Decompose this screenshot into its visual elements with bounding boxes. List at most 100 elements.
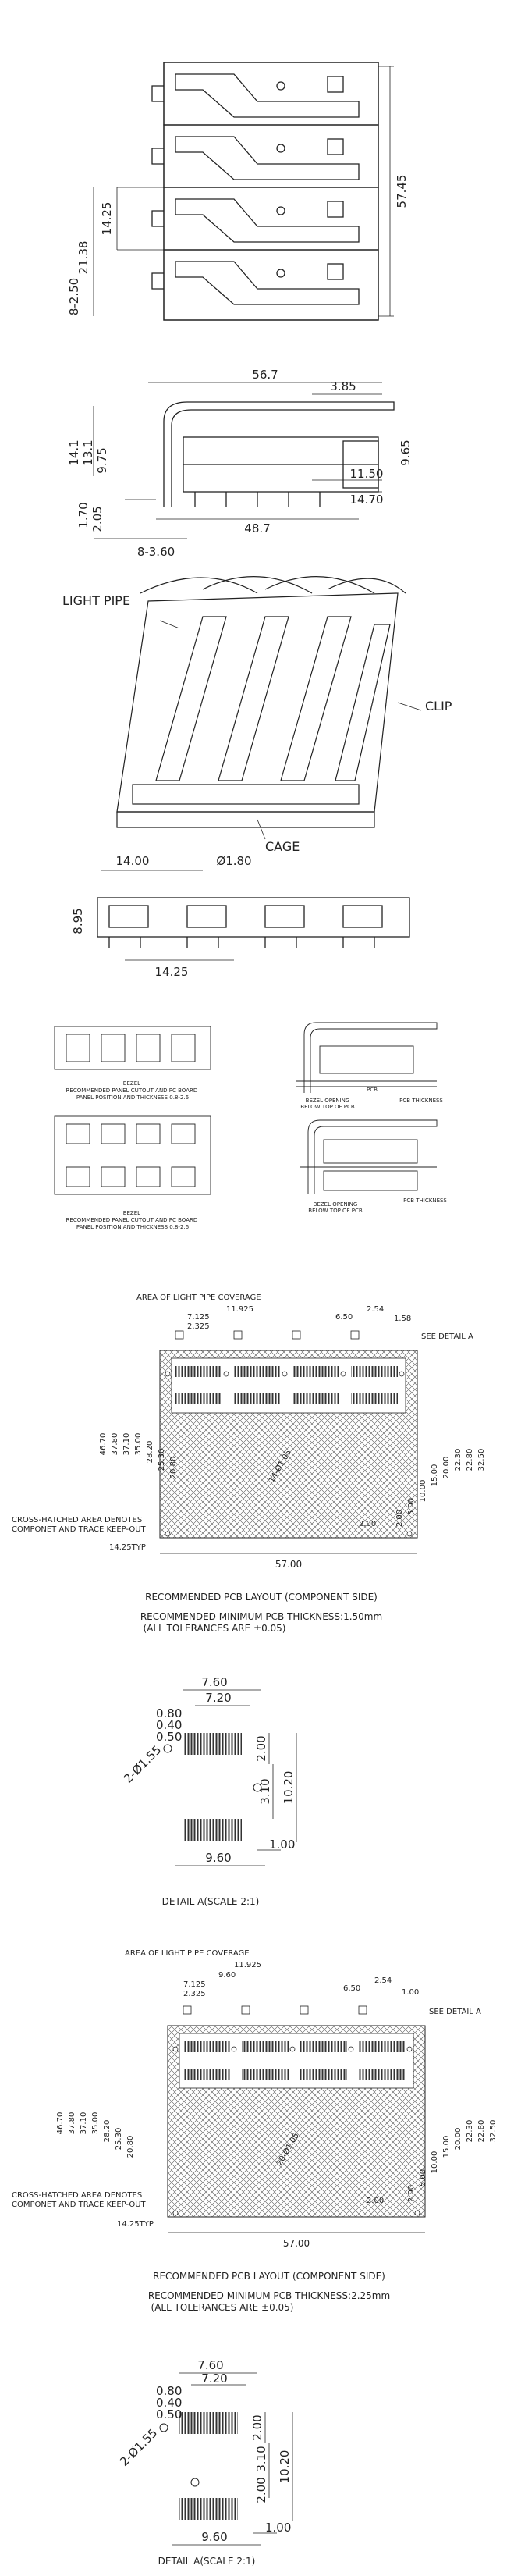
detail-2-b: 0.40 [156,2396,182,2410]
layout-2-right-dims: 32.50 22.80 22.30 20.00 15.00 10.00 5.00… [407,2120,498,2202]
bezel-2-caption-line: PANEL POSITION AND THICKNESS 0.8-2.6 [76,1224,190,1230]
dim-label: 32.50 [477,1449,486,1471]
light-pipe-note-1: AREA OF LIGHT PIPE COVERAGE [136,1293,261,1302]
layout-2-note-2: (ALL TOLERANCES ARE ±0.05) [151,2302,294,2313]
layout-1-right-dims: 32.50 22.80 22.30 20.00 15.00 10.00 5.00… [395,1449,486,1527]
see-detail-label: SEE DETAIL A [421,1332,473,1341]
detail-1-c: 0.50 [156,1730,182,1744]
pitch-note: 14.25TYP [109,1543,146,1552]
detail-1-h2: 3.10 [258,1778,272,1804]
pitch-note: 14.25TYP [117,2220,154,2229]
side-h6-dim: 2.05 [90,506,105,532]
pcb-layout-1 [159,1330,418,1554]
pcb-1-thickness-label: PCB THICKNESS [399,1098,443,1104]
hatch-note-line: CROSS-HATCHED AREA DENOTES [12,2191,142,2200]
dim-label: 1.00 [402,1988,419,1997]
end-view [97,870,410,961]
dim-label: 1.58 [394,1315,411,1323]
pcb-1-below-label: BELOW TOP OF PCB [300,1104,355,1110]
dim-label: 37.80 [111,1433,119,1456]
end-dia-dim: Ø1.80 [216,854,251,868]
bezel-cutout-2 [54,1115,211,1195]
dim-label: 2.54 [374,1976,392,1985]
dim-label: 35.00 [134,1433,143,1456]
side-pins-dim: 8-3.60 [137,545,175,559]
bezel-2-caption-line: RECOMMENDED PANEL CUTOUT AND PC BOARD [66,1217,198,1223]
detail-2-a: 0.80 [156,2384,182,2398]
detail-2-w2: 7.20 [201,2371,227,2386]
dim-label: 20.80 [169,1457,178,1479]
dim-label: 25.30 [115,2128,123,2151]
hatch-note: CROSS-HATCHED AREA DENOTES COMPONET AND … [12,2191,147,2209]
detail-1-dia: 2-Ø1.55 [121,1743,164,1786]
bezel-1-caption-line: BEZEL [123,1080,140,1087]
dim-label: 11.925 [234,1961,261,1969]
side-length-dim: 56.7 [252,368,278,382]
pcb-1-opening-label: BEZEL OPENING [306,1098,350,1104]
detail-1-w2: 7.20 [205,1691,231,1705]
port-row [151,187,379,251]
side-h1-dim: 14.1 [67,439,81,465]
pcb-2-opening-label: BEZEL OPENING [314,1201,358,1208]
hatch-note-line: CROSS-HATCHED AREA DENOTES [12,1516,142,1525]
dim-label: 6.50 [343,1984,360,1993]
hatch-note: CROSS-HATCHED AREA DENOTES COMPONET AND … [12,1516,147,1534]
port-row [151,62,379,126]
layout-1-caption: RECOMMENDED PCB LAYOUT (COMPONENT SIDE) [145,1592,378,1603]
dim-label: 10.00 [419,1480,427,1503]
layout-1-note-1: RECOMMENDED MINIMUM PCB THICKNESS:1.50mm [140,1611,382,1622]
dim-label: 22.80 [477,2120,486,2143]
layout-1-left-dims: 46.70 37.80 37.10 35.00 28.20 25.30 20.8… [99,1433,178,1479]
bezel-2-caption-line: BEZEL [123,1210,140,1216]
detail-2-h2: 3.10 [254,2446,268,2471]
bezel-2-caption: BEZEL RECOMMENDED PANEL CUTOUT AND PC BO… [66,1210,200,1230]
dim-label: 25.30 [158,1449,166,1471]
pcb-2-below-label: BELOW TOP OF PCB [308,1208,363,1214]
port-row [151,124,379,188]
detail-1-b: 0.40 [156,1718,182,1732]
pcb-2-thickness-label: PCB THICKNESS [403,1197,447,1204]
dim-label: 7.125 [183,1980,206,1989]
bezel-1-caption-line: PANEL POSITION AND THICKNESS 0.8-2.6 [76,1094,190,1101]
iso-view [116,576,422,840]
bottom-small-dim: 2.00 [367,2197,384,2205]
bezel-1-caption-line: RECOMMENDED PANEL CUTOUT AND PC BOARD [66,1087,198,1094]
dim-label: 20.00 [454,2128,463,2151]
detail-2-h1: 2.00 [250,2414,264,2440]
side-w2-dim: 14.70 [350,493,384,507]
dim-label: 20.00 [442,1457,451,1479]
light-pipe-note-2: AREA OF LIGHT PIPE COVERAGE [125,1949,250,1958]
detail-2-d1: 1.00 [265,2521,291,2535]
layout-2-caption: RECOMMENDED PCB LAYOUT (COMPONENT SIDE) [153,2271,385,2282]
detail-1-h3: 10.20 [282,1771,296,1805]
detail-2-caption: DETAIL A(SCALE 2:1) [158,2556,256,2567]
dim-label: 22.30 [454,1449,463,1471]
dim-label: 37.10 [80,2112,88,2135]
detail-2-c: 0.50 [156,2407,182,2421]
dim-label: 6.50 [335,1313,353,1322]
front-bottom-dim: 8-2.50 [67,278,81,315]
dim-label: 7.125 [187,1313,210,1322]
detail-2-w3: 9.60 [201,2530,227,2544]
detail-1-a: 0.80 [156,1706,182,1720]
dim-label: 35.00 [91,2112,100,2135]
dim-label: 5.00 [407,1498,416,1515]
bezel-1-caption: BEZEL RECOMMENDED PANEL CUTOUT AND PC BO… [66,1080,200,1101]
dim-label: 15.00 [442,2136,451,2158]
end-height-dim: 8.95 [71,908,85,934]
dim-label: 46.70 [99,1433,108,1456]
bottom-width-dim: 57.00 [275,1559,302,1570]
dim-label: 2.00 [407,2185,416,2202]
pcb-label: PCB [367,1087,378,1093]
pcb-side-1 [296,1022,438,1093]
dim-label: 2.325 [183,1990,206,1998]
bottom-small-dim: 2.00 [359,1520,376,1528]
dim-label: 9.60 [218,1971,236,1980]
detail-a-1 [163,1689,297,1866]
dim-label: 2.325 [187,1322,210,1331]
dim-label: 37.10 [122,1433,131,1456]
side-h2-dim: 13.1 [81,439,95,465]
hatch-note-line: COMPONET AND TRACE KEEP-OUT [12,2201,147,2209]
detail-1-d1: 1.00 [269,1838,295,1852]
side-w1-dim: 11.50 [350,467,384,481]
